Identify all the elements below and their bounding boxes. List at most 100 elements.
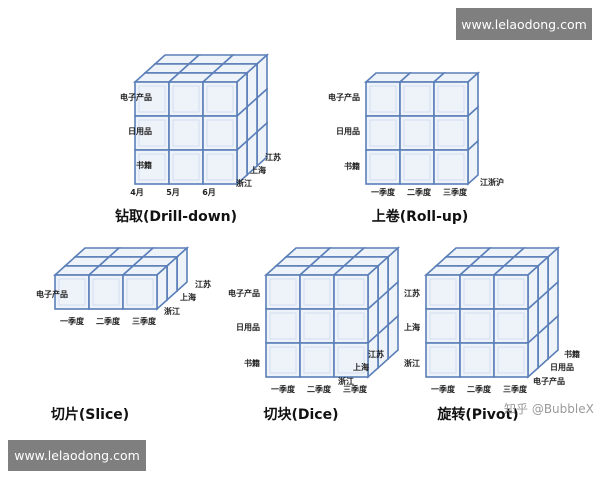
col-label: 二季度 <box>467 384 492 394</box>
cube-cell <box>433 115 469 151</box>
cube-cell-inner <box>369 85 397 113</box>
cube-cell-inner <box>403 85 431 113</box>
cube-cell <box>88 274 124 310</box>
cube-cell <box>299 342 335 378</box>
depth-label: 书籍 <box>564 349 580 359</box>
cube-cell <box>459 308 495 344</box>
cube-cell-inner <box>303 278 331 306</box>
roll-up-panel: 电子产品 日用品 书籍 一季度 二季度 三季度 江浙沪 上卷(Roll-up) <box>328 71 504 225</box>
cube-cell-inner <box>303 346 331 374</box>
cube-cell-inner <box>126 278 154 306</box>
col-label: 一季度 <box>60 316 85 326</box>
col-label: 4月 <box>130 188 144 197</box>
cube-cell <box>433 149 469 185</box>
cube-cell <box>202 115 238 151</box>
cube-cell-inner <box>138 85 166 113</box>
col-label: 三季度 <box>132 316 157 326</box>
depth-label: 电子产品 <box>533 376 565 386</box>
cube-cell-inner <box>206 119 234 147</box>
row-label: 江苏 <box>404 288 420 298</box>
cube-cell <box>333 274 369 310</box>
cube-cell <box>168 115 204 151</box>
cube-cell-inner <box>497 346 525 374</box>
col-label: 二季度 <box>307 384 332 394</box>
cube-cell-inner <box>269 346 297 374</box>
cube-cell <box>459 342 495 378</box>
cube-cell <box>493 342 529 378</box>
cube-cell <box>399 115 435 151</box>
cube-cell-inner <box>337 346 365 374</box>
depth-label: 浙江 <box>338 376 354 386</box>
col-label: 三季度 <box>503 384 528 394</box>
cube-cell <box>299 308 335 344</box>
row-label: 电子产品 <box>120 92 152 102</box>
cube-cell <box>399 81 435 117</box>
cube-cell-inner <box>269 312 297 340</box>
dice-caption: 切块(Dice) <box>263 407 338 423</box>
cube-cell-inner <box>429 278 457 306</box>
cube-cell-inner <box>463 312 491 340</box>
cube-cell-inner <box>437 153 465 181</box>
cube-cell <box>425 342 461 378</box>
cube-cell <box>54 274 90 310</box>
depth-label: 江苏 <box>368 349 384 359</box>
row-label: 上海 <box>404 322 420 332</box>
cube-cell-inner <box>463 278 491 306</box>
cube-cell-inner <box>403 119 431 147</box>
col-label: 一季度 <box>371 187 396 197</box>
cube-cell-inner <box>172 153 200 181</box>
cube-cell-inner <box>403 153 431 181</box>
depth-label: 浙江 <box>236 178 252 188</box>
cube-cell-inner <box>429 312 457 340</box>
cube-cell <box>134 149 170 185</box>
cube-cell-inner <box>303 312 331 340</box>
cube-cell <box>202 81 238 117</box>
cube-cell <box>134 81 170 117</box>
cube-cell-inner <box>369 153 397 181</box>
cube-cell-inner <box>58 278 86 306</box>
cube-cell <box>265 274 301 310</box>
depth-label: 江苏 <box>265 152 281 162</box>
depth-label: 日用品 <box>550 363 574 372</box>
row-label: 浙江 <box>404 358 420 368</box>
row-label: 日用品 <box>236 323 260 332</box>
cube-cell-inner <box>92 278 120 306</box>
cube-cell-inner <box>206 153 234 181</box>
cube-cell-inner <box>463 346 491 374</box>
dice-panel: 电子产品 日用品 书籍 一季度 二季度 三季度 江苏 上海 浙江 切块(Dice… <box>228 246 401 423</box>
cube-cell <box>365 81 401 117</box>
depth-label: 上海 <box>353 362 369 372</box>
depth-label: 上海 <box>180 292 196 302</box>
cube-cell-inner <box>429 346 457 374</box>
row-label: 日用品 <box>336 127 360 136</box>
cube-cell-inner <box>138 153 166 181</box>
cube-cell <box>122 274 158 310</box>
cube-cell-inner <box>497 312 525 340</box>
pivot-cube <box>423 246 561 379</box>
col-label: 5月 <box>166 188 180 197</box>
watermark-overlay: 知乎 @BubbleX <box>504 402 594 416</box>
drill-down-cube <box>132 53 270 186</box>
watermark-top: www.lelaodong.com <box>456 8 592 40</box>
cube-cell-inner <box>369 119 397 147</box>
cube-cell-inner <box>437 85 465 113</box>
col-label: 三季度 <box>443 187 468 197</box>
cube-cell <box>134 115 170 151</box>
col-label: 6月 <box>202 188 216 197</box>
row-label: 日用品 <box>128 127 152 136</box>
drill-down-panel: 电子产品 日用品 书籍 4月 5月 6月 江苏 上海 浙江 钻取(Drill-d… <box>115 53 281 225</box>
row-label: 电子产品 <box>228 288 260 298</box>
col-label: 二季度 <box>407 187 432 197</box>
cube-cell-inner <box>138 119 166 147</box>
cube-cell <box>365 115 401 151</box>
cube-cell-inner <box>172 85 200 113</box>
col-label: 三季度 <box>343 384 368 394</box>
slice-panel: 电子产品 一季度 二季度 三季度 江苏 上海 浙江 切片(Slice) <box>36 246 211 423</box>
cube-cell <box>299 274 335 310</box>
cube-cell-inner <box>337 278 365 306</box>
dice-cube <box>263 246 401 379</box>
depth-label: 浙江 <box>164 306 180 316</box>
cube-cell <box>459 274 495 310</box>
row-label: 电子产品 <box>328 92 360 102</box>
